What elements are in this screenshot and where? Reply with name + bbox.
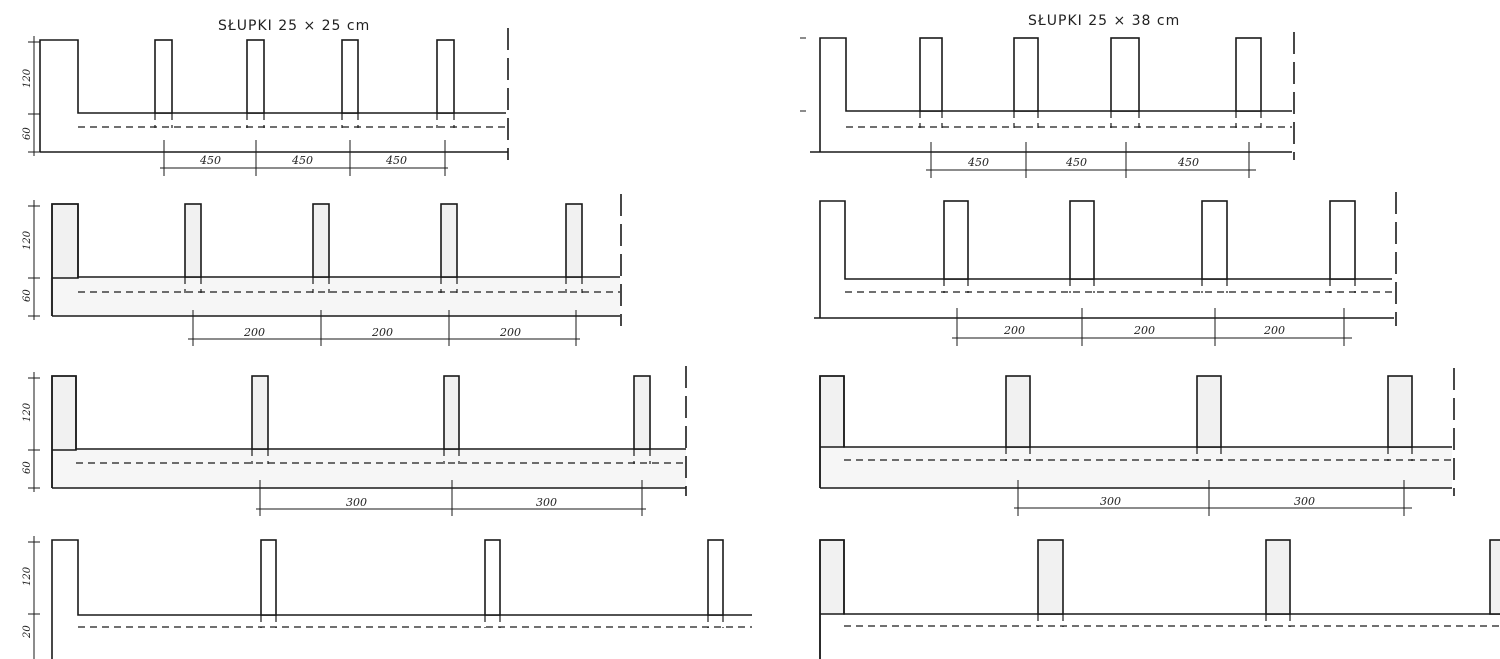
post bbox=[251, 375, 269, 450]
dimension-label: 300 bbox=[1294, 495, 1315, 508]
dimension-label: 200 bbox=[1133, 324, 1155, 337]
post bbox=[565, 203, 583, 278]
dimension-label: 450 bbox=[967, 156, 989, 169]
title-right: SŁUPKI 25 × 38 cm bbox=[1028, 13, 1180, 29]
right-row-3: 300 300 bbox=[819, 368, 1455, 516]
title-left: SŁUPKI 25 × 25 cm bbox=[218, 18, 370, 34]
left-row-4-height-post: 120 bbox=[22, 566, 33, 586]
left-row-4-height-base: 20 bbox=[22, 625, 33, 639]
dimension-label: 200 bbox=[499, 326, 521, 339]
left-row-4: 120 20 bbox=[22, 536, 752, 659]
dimension-label: 200 bbox=[1263, 324, 1285, 337]
left-row-1-height-base: 60 bbox=[22, 127, 33, 140]
post bbox=[707, 539, 724, 616]
post bbox=[443, 375, 460, 450]
post bbox=[1005, 375, 1031, 448]
post bbox=[1235, 37, 1262, 112]
post bbox=[1489, 539, 1500, 615]
post bbox=[341, 39, 359, 114]
post bbox=[312, 203, 330, 278]
post bbox=[1329, 200, 1356, 280]
left-row-2-height-post: 120 bbox=[22, 230, 33, 250]
post bbox=[154, 39, 173, 114]
post bbox=[1037, 539, 1064, 615]
right-row-2: 200 200 200 bbox=[814, 192, 1397, 346]
post bbox=[1069, 200, 1095, 280]
post bbox=[1387, 375, 1413, 448]
post bbox=[1196, 375, 1222, 448]
left-row-2: 120 60 200 200 200 bbox=[22, 194, 622, 346]
dimension-label: 450 bbox=[199, 154, 221, 167]
dimension-label: 450 bbox=[1177, 156, 1199, 169]
dimension-label: 450 bbox=[291, 154, 313, 167]
post bbox=[943, 200, 969, 280]
post bbox=[260, 539, 277, 616]
left-row-3-height-post: 120 bbox=[22, 402, 33, 422]
post bbox=[440, 203, 458, 278]
post bbox=[919, 37, 943, 112]
dimension-label: 200 bbox=[1003, 324, 1025, 337]
post bbox=[184, 203, 202, 278]
post bbox=[246, 39, 265, 114]
dimension-label: 450 bbox=[1065, 156, 1087, 169]
left-row-3: 120 60 300 300 bbox=[22, 366, 687, 516]
dimension-label: 200 bbox=[243, 326, 265, 339]
post bbox=[633, 375, 651, 450]
post bbox=[484, 539, 501, 616]
right-row-4 bbox=[819, 539, 1500, 659]
left-row-3-height-base: 60 bbox=[22, 461, 33, 474]
left-row-2-height-base: 60 bbox=[22, 289, 33, 302]
post bbox=[1265, 539, 1291, 615]
dimension-label: 300 bbox=[536, 496, 557, 509]
post bbox=[436, 39, 455, 114]
left-row-1: 120 60 450 450 450 bbox=[22, 28, 509, 176]
dimension-label: 300 bbox=[1100, 495, 1121, 508]
dimension-label: 300 bbox=[346, 496, 367, 509]
dimension-label: 200 bbox=[371, 326, 393, 339]
post bbox=[1201, 200, 1228, 280]
post bbox=[1110, 37, 1140, 112]
dimension-label: 450 bbox=[385, 154, 407, 167]
right-row-1: 450 450 450 bbox=[800, 32, 1295, 178]
left-row-1-height-post: 120 bbox=[22, 68, 33, 88]
post bbox=[1013, 37, 1039, 112]
